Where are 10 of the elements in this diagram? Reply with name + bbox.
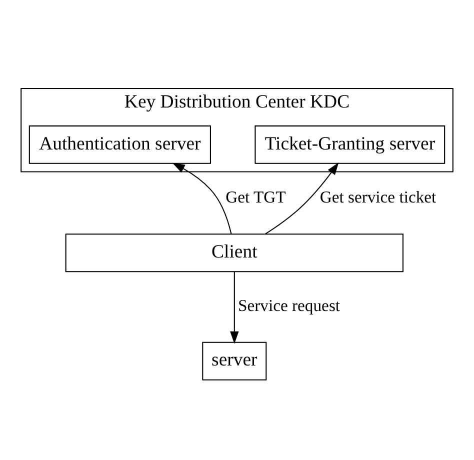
edge-label: Get service ticket — [320, 188, 436, 207]
edge-label: Service request — [238, 296, 340, 315]
edge-label: Get TGT — [226, 188, 286, 207]
arrow — [264, 162, 339, 235]
node-box: Ticket-Granting server — [254, 125, 446, 164]
node-box: server — [202, 342, 267, 380]
node-box: Authentication server — [28, 125, 211, 164]
arrow — [172, 162, 232, 234]
arrow — [230, 272, 239, 344]
node-box: Client — [65, 234, 404, 272]
